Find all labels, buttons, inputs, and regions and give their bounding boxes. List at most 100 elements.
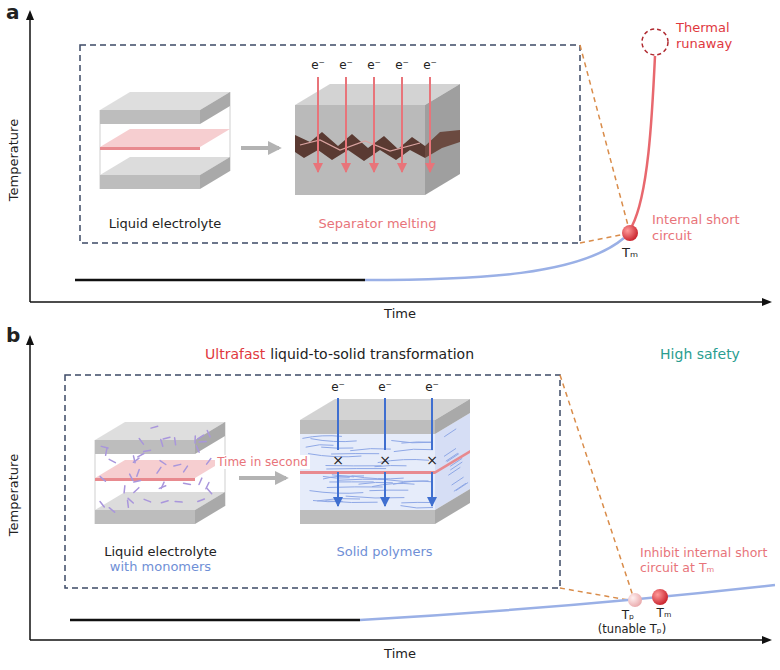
cell-caption: Liquid electrolytewith monomers bbox=[84, 544, 237, 575]
cell-label: Solid polymers bbox=[288, 544, 481, 560]
cell-stack bbox=[195, 492, 225, 524]
cell-caption: Liquid electrolyte bbox=[91, 216, 239, 232]
leader-lines bbox=[560, 375, 633, 596]
inset-frame bbox=[80, 45, 580, 243]
blocked-electron-arrows bbox=[337, 472, 339, 506]
cell-stack bbox=[95, 510, 195, 524]
solid-cell bbox=[311, 439, 357, 442]
monomers bbox=[130, 474, 133, 480]
electron-arrows bbox=[429, 77, 431, 172]
axes-b bbox=[26, 335, 34, 345]
monomers bbox=[174, 464, 181, 466]
solid-cell bbox=[300, 434, 435, 510]
annotation: Tₘ bbox=[657, 606, 672, 620]
cell-stack bbox=[200, 92, 230, 124]
monomers bbox=[199, 441, 206, 443]
axes-a bbox=[762, 298, 772, 306]
cell-caption: Separator melting bbox=[281, 216, 474, 232]
axes-b bbox=[762, 636, 772, 644]
monomers bbox=[109, 459, 115, 462]
solid-cell bbox=[369, 490, 408, 492]
arrow-label: Time in second bbox=[215, 455, 310, 469]
solid-cell bbox=[300, 399, 470, 524]
temperature-curve-b bbox=[360, 585, 775, 620]
monomers bbox=[198, 499, 205, 501]
annotation: Ultrafast bbox=[205, 346, 265, 363]
solid-cell bbox=[310, 491, 364, 494]
cell-stack bbox=[200, 157, 230, 189]
cell-label: Liquid electrolyte bbox=[91, 216, 239, 232]
temperature-curve-a bbox=[365, 238, 624, 280]
axes-b bbox=[30, 639, 762, 641]
annotation: e⁻ bbox=[339, 58, 353, 72]
annotation: e⁻ bbox=[378, 380, 392, 394]
solid-cell bbox=[435, 489, 470, 524]
monomers bbox=[157, 467, 161, 473]
monomers bbox=[137, 470, 139, 477]
monomers bbox=[100, 426, 212, 512]
annotation: e⁻ bbox=[395, 58, 409, 72]
monomers bbox=[128, 498, 133, 503]
annotation: Tₘ bbox=[622, 245, 638, 261]
temperature-curve-a bbox=[632, 56, 655, 226]
annotation: (tunable Tₚ) bbox=[598, 623, 666, 637]
process-arrow bbox=[239, 476, 286, 480]
melted-cell bbox=[295, 132, 425, 161]
solid-cell bbox=[452, 477, 464, 485]
axes-a bbox=[30, 301, 762, 303]
runaway-circle bbox=[642, 29, 668, 55]
monomers bbox=[207, 488, 212, 493]
monomers bbox=[207, 431, 210, 437]
annotation: Tₚ bbox=[622, 608, 634, 622]
axes-a bbox=[26, 10, 34, 20]
solid-cell bbox=[325, 501, 377, 503]
monomers bbox=[144, 499, 150, 502]
monomers bbox=[160, 461, 166, 465]
monomers bbox=[139, 439, 143, 445]
electron-arrows bbox=[318, 77, 430, 172]
inset-frame bbox=[65, 375, 560, 588]
cell-stack bbox=[100, 92, 230, 189]
solid-cell bbox=[394, 449, 433, 451]
annotation: × bbox=[332, 452, 344, 469]
monomers bbox=[101, 446, 108, 448]
cell-illustration-box: Liquid electrolytewith monomers bbox=[84, 415, 237, 575]
solid-cell bbox=[300, 510, 435, 524]
annotation: Time bbox=[384, 646, 416, 662]
annotation: × bbox=[379, 452, 391, 469]
monomers bbox=[184, 466, 188, 472]
axes-b bbox=[29, 345, 31, 640]
monomers bbox=[134, 480, 141, 482]
panel-letter: b bbox=[6, 323, 20, 347]
monomers bbox=[161, 501, 168, 503]
cell-stack bbox=[95, 460, 225, 478]
blocked-electron-arrows bbox=[337, 398, 339, 450]
solid-cell bbox=[302, 436, 342, 439]
solid-cell bbox=[435, 450, 470, 474]
temperature-curve-a bbox=[75, 56, 655, 280]
cell-illustration-box: Liquid electrolyte bbox=[91, 70, 239, 232]
temperature-curve-b bbox=[70, 585, 775, 620]
axis-title: Temperature bbox=[6, 119, 22, 201]
solid-cell bbox=[401, 442, 433, 443]
monomers bbox=[106, 448, 107, 455]
melted-cell bbox=[295, 105, 425, 195]
solid-cell bbox=[435, 399, 470, 434]
monomers bbox=[207, 459, 211, 465]
cell-stack bbox=[195, 422, 225, 454]
axes-a bbox=[26, 10, 772, 306]
annotation: e⁻ bbox=[367, 58, 381, 72]
monomers bbox=[175, 501, 182, 503]
solid-cell bbox=[300, 471, 435, 474]
blocked-electron-arrows bbox=[431, 398, 433, 450]
melting-dot bbox=[652, 589, 668, 605]
monomers bbox=[184, 483, 191, 484]
monomers bbox=[159, 486, 165, 489]
solid-cell bbox=[300, 420, 435, 434]
blocked-electron-arrows bbox=[431, 472, 433, 506]
monomers bbox=[194, 436, 196, 443]
electron-arrows bbox=[373, 77, 375, 172]
monomers bbox=[127, 500, 129, 507]
annotation: e⁻ bbox=[423, 58, 437, 72]
monomers bbox=[144, 450, 151, 451]
